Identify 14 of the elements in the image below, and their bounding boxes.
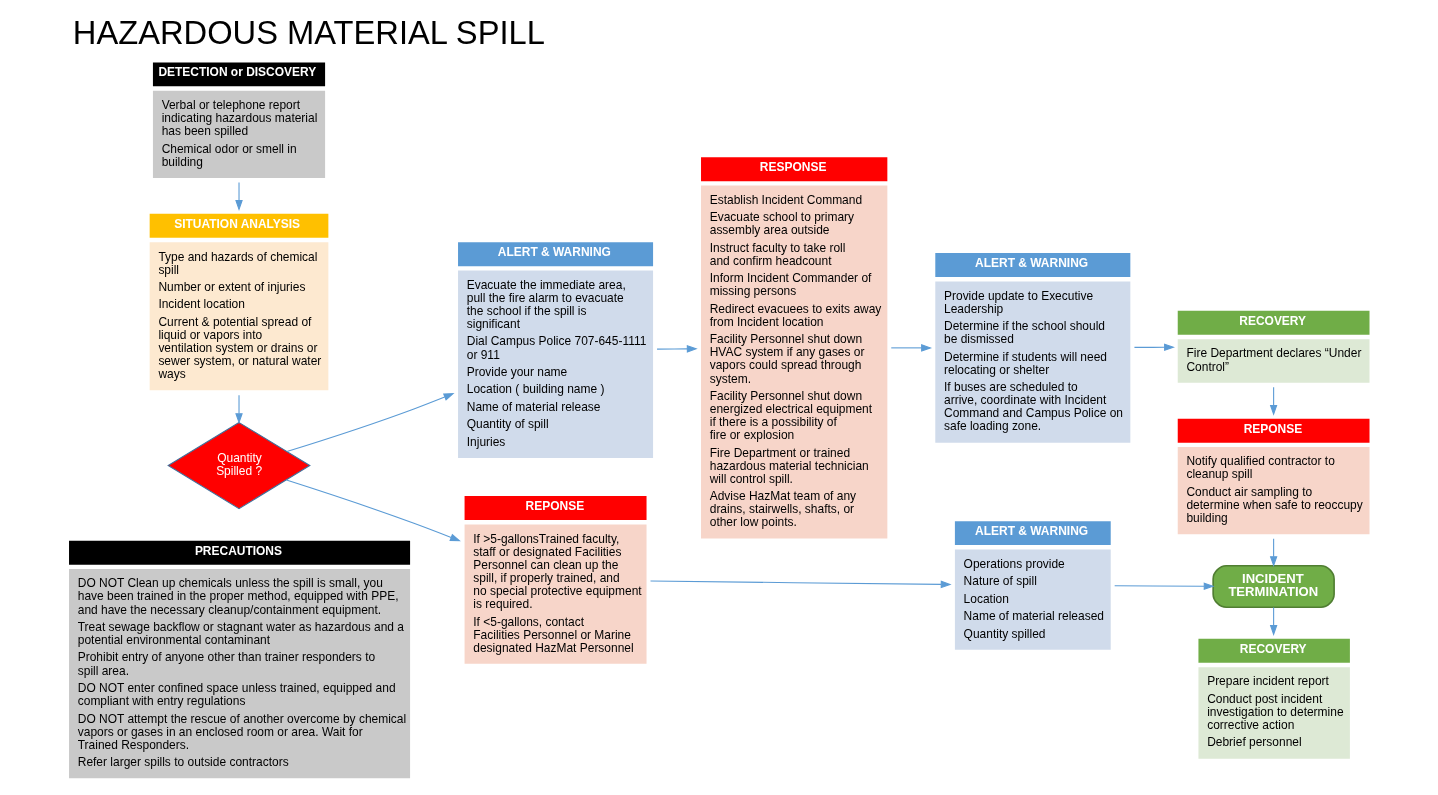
arrow [656,344,698,353]
arrow [1133,342,1175,351]
arrow [235,394,243,424]
arrow [235,181,243,211]
arrow [1114,581,1215,590]
arrow [650,580,952,588]
arrow [285,479,461,541]
arrow [1269,606,1278,636]
node-box: INCIDENT TERMINATION [1212,564,1335,608]
diagram-title: HAZARDOUS MATERIAL SPILL [72,13,545,51]
arrow [1269,386,1278,416]
node-diamond: Quantity Spilled ? [167,421,311,509]
arrow [890,343,933,352]
arrow [286,392,455,452]
